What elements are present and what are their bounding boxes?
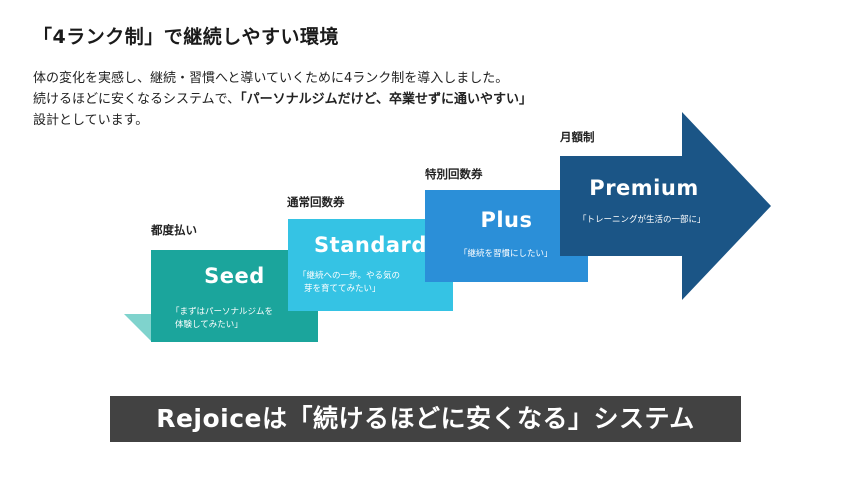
- intro-line-2-text: 続けるほどに安くなるシステムで、: [33, 92, 241, 107]
- tier-name-seed: Seed: [204, 264, 265, 288]
- intro-line-1: 体の変化を実感し、継続・習慣へと導いていくために4ランク制を導入しました。: [33, 71, 509, 86]
- bottom-banner: Rejoiceは「続けるほどに安くなる」システム: [110, 396, 741, 442]
- tier-card-premium[interactable]: Premium 「トレーニングが生活の一部に」: [560, 156, 720, 256]
- tier-desc-standard-line1: 「継続への一歩。やる気の: [298, 271, 401, 281]
- tier-name-premium: Premium: [589, 176, 699, 200]
- seed-fold-shape: [124, 314, 152, 342]
- tier-desc-standard-line2: 芽を育ててみたい」: [304, 284, 381, 294]
- tier-arrow-premium: [560, 112, 771, 300]
- tier-desc-plus-line1: 「継続を習慣にしたい」: [459, 249, 553, 259]
- intro-line-2-emphasis: 「パーソナルジムだけど、卒業せずに通いやすい」: [240, 92, 532, 107]
- tier-label-plus: 特別回数券: [425, 167, 483, 181]
- page-title: 「4ランク制」で継続しやすい環境: [33, 26, 340, 48]
- tier-label-premium: 月額制: [560, 130, 595, 144]
- tier-desc-standard: 「継続への一歩。やる気の 芽を育ててみたい」: [298, 270, 445, 296]
- premium-arrow-shape: [560, 112, 771, 300]
- intro-line-3: 設計としています。: [33, 113, 149, 128]
- tier-desc-seed-line1: 「まずはパーソナルジムを: [171, 307, 274, 317]
- tier-name-standard: Standard: [314, 233, 427, 257]
- tier-name-plus: Plus: [480, 208, 533, 232]
- tier-desc-premium-line1: 「トレーニングが生活の一部に」: [578, 215, 706, 225]
- tier-desc-plus: 「継続を習慣にしたい」: [459, 248, 580, 261]
- tier-label-standard: 通常回数券: [287, 195, 345, 209]
- tier-desc-seed: 「まずはパーソナルジムを 体験してみたい」: [171, 306, 310, 332]
- tier-desc-premium: 「トレーニングが生活の一部に」: [578, 214, 740, 227]
- step-fold-seed: [124, 314, 152, 342]
- tier-label-seed: 都度払い: [151, 223, 197, 237]
- tier-desc-seed-line2: 体験してみたい」: [175, 320, 243, 330]
- intro-line-2: 続けるほどに安くなるシステムで、「パーソナルジムだけど、卒業せずに通いやすい」: [33, 91, 532, 109]
